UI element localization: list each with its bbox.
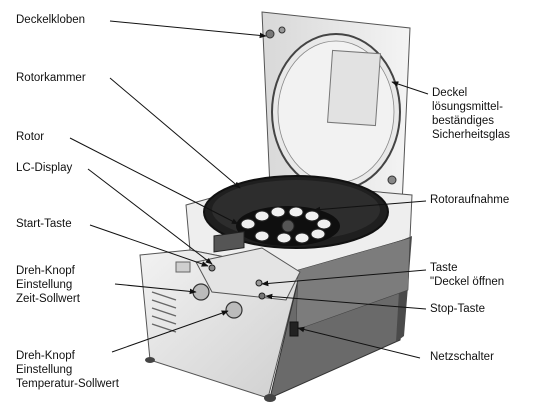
lid xyxy=(261,11,411,206)
leader-lines xyxy=(69,20,429,359)
stop-button xyxy=(258,292,266,300)
label-deckelkloben: Deckelkloben xyxy=(16,14,86,26)
lc-display xyxy=(213,231,245,253)
label-deckel: Deckel lösungsmittel- beständiges Sicher… xyxy=(432,87,510,141)
label-rotorkammer: Rotorkammer xyxy=(16,72,86,84)
label-rotoraufnahme: Rotoraufnahme xyxy=(430,194,510,206)
rotor xyxy=(236,206,340,246)
power-switch xyxy=(289,321,299,337)
label-netzschalter: Netzschalter xyxy=(430,351,494,363)
label-rotor: Rotor xyxy=(16,131,45,143)
label-drehknopf-zeit: Dreh-Knopf Einstellung Zeit-Sollwert xyxy=(16,265,80,305)
label-drehknopf-temperatur: Dreh-Knopf Einstellung Temperatur-Sollwe… xyxy=(16,350,119,390)
lid-open-button xyxy=(255,279,263,287)
label-taste-deckel-oeffnen: Taste "Deckel öffnen xyxy=(430,262,505,288)
knob-temperature xyxy=(225,301,243,319)
lid-latch xyxy=(265,29,275,39)
label-lc-display: LC-Display xyxy=(16,162,73,174)
label-stop-taste: Stop-Taste xyxy=(430,303,485,315)
label-start-taste: Start-Taste xyxy=(16,218,72,230)
start-button xyxy=(208,264,216,272)
safety-glass-window xyxy=(327,49,381,127)
